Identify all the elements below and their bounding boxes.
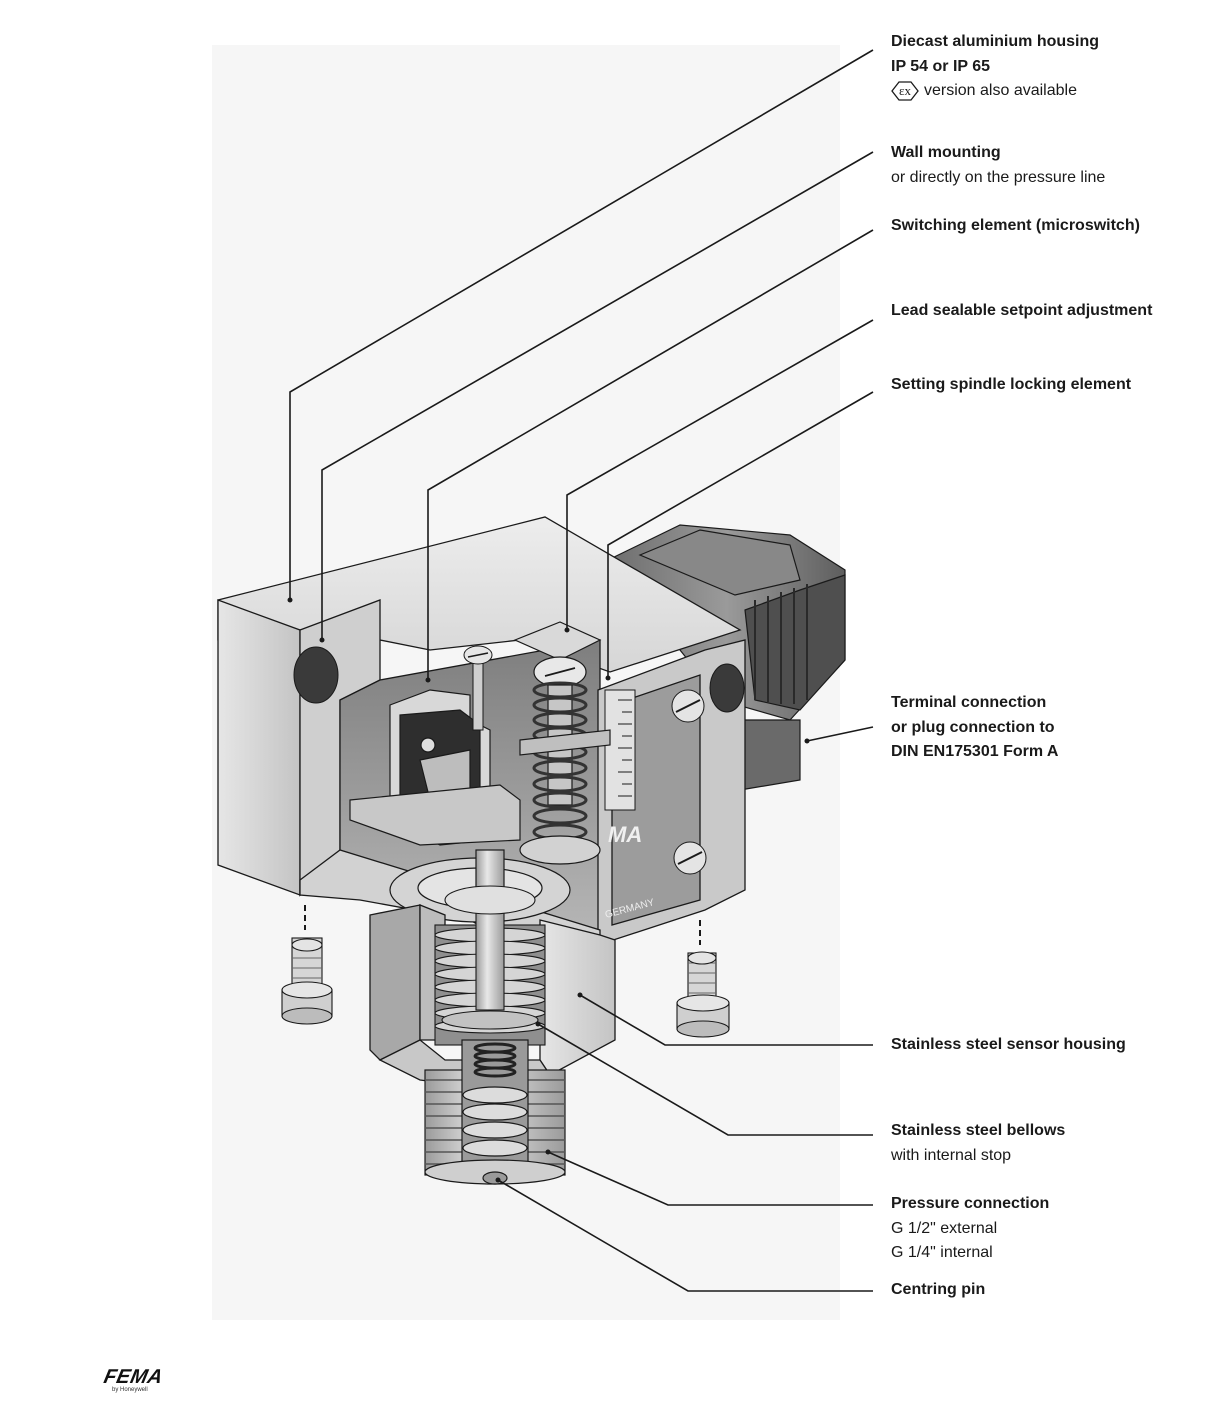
leader-lines <box>289 49 874 1292</box>
leader-pressure <box>547 1151 873 1206</box>
label-setpoint-title: Lead sealable setpoint adjustment <box>891 302 1153 319</box>
label-bellows-title: Stainless steel bellows <box>891 1122 1066 1139</box>
microswitch <box>349 689 521 846</box>
label-housing: Diecast aluminium housing IP 54 or IP 65… <box>891 30 1099 104</box>
label-bellows: Stainless steel bellows with internal st… <box>891 1119 1065 1168</box>
leader-switching <box>427 229 874 680</box>
mounting-hole-left <box>293 646 339 704</box>
label-housing-title: Diecast aluminium housing <box>891 33 1100 50</box>
leader-bellows <box>537 1023 873 1136</box>
label-pressure-internal: G 1/4" internal <box>891 1244 993 1261</box>
label-bellows-sub: with internal stop <box>891 1146 1012 1164</box>
logo-wordmark: FEMA <box>101 1366 166 1388</box>
bellows <box>434 885 546 1046</box>
leader-dots <box>287 597 810 1183</box>
label-centring: Centring pin <box>891 1278 985 1303</box>
brand-fragment: MA <box>608 822 642 847</box>
setpoint-spindle <box>513 621 611 865</box>
fema-logo: FEMA by Honeywell <box>101 1366 166 1393</box>
label-pressure: Pressure connection G 1/2" external G 1/… <box>891 1192 1049 1266</box>
label-centring-title: Centring pin <box>891 1281 986 1298</box>
label-spindle: Setting spindle locking element <box>891 373 1131 398</box>
label-switching-title: Switching element (microswitch) <box>891 217 1140 234</box>
leader-sensor-housing <box>579 994 873 1046</box>
label-housing-ex-note: version also available <box>924 82 1077 99</box>
leader-spindle <box>607 391 874 678</box>
leader-mounting <box>321 151 874 640</box>
label-mounting-sub: or directly on the pressure line <box>891 168 1106 186</box>
leader-setpoint <box>566 319 874 630</box>
leader-housing <box>289 49 874 600</box>
adjusting-screw <box>463 645 493 731</box>
label-pressure-external: G 1/2" external <box>891 1219 998 1237</box>
label-terminal-line2: or plug connection to <box>891 718 1055 736</box>
label-sensor-housing-title: Stainless steel sensor housing <box>891 1036 1126 1053</box>
label-housing-ip: IP 54 or IP 65 <box>891 57 991 75</box>
cover-screw-bottom <box>673 841 707 875</box>
leader-terminal <box>806 726 874 742</box>
label-spindle-title: Setting spindle locking element <box>891 376 1132 393</box>
label-switching: Switching element (microswitch) <box>891 214 1140 239</box>
label-sensor-housing: Stainless steel sensor housing <box>891 1033 1126 1058</box>
cover-screw-top <box>671 689 705 723</box>
ex-icon: εx <box>891 81 919 101</box>
label-terminal-line1: Terminal connection <box>891 694 1047 711</box>
pressure-connection <box>424 1039 566 1185</box>
label-setpoint: Lead sealable setpoint adjustment <box>891 299 1152 324</box>
label-mounting: Wall mounting or directly on the pressur… <box>891 141 1105 190</box>
leader-centring <box>497 1179 873 1292</box>
label-terminal-line3: DIN EN175301 Form A <box>891 743 1059 760</box>
ex-symbol: εx <box>899 83 911 98</box>
label-pressure-title: Pressure connection <box>891 1195 1050 1212</box>
label-terminal: Terminal connection or plug connection t… <box>891 691 1058 765</box>
logo-subtitle: by Honeywell <box>112 1387 148 1393</box>
label-mounting-title: Wall mounting <box>891 144 1001 161</box>
mounting-screw-right <box>676 920 730 1038</box>
setpoint-scale <box>604 689 636 811</box>
mounting-screw-left <box>281 905 333 1025</box>
mounting-hole-right <box>709 663 745 713</box>
